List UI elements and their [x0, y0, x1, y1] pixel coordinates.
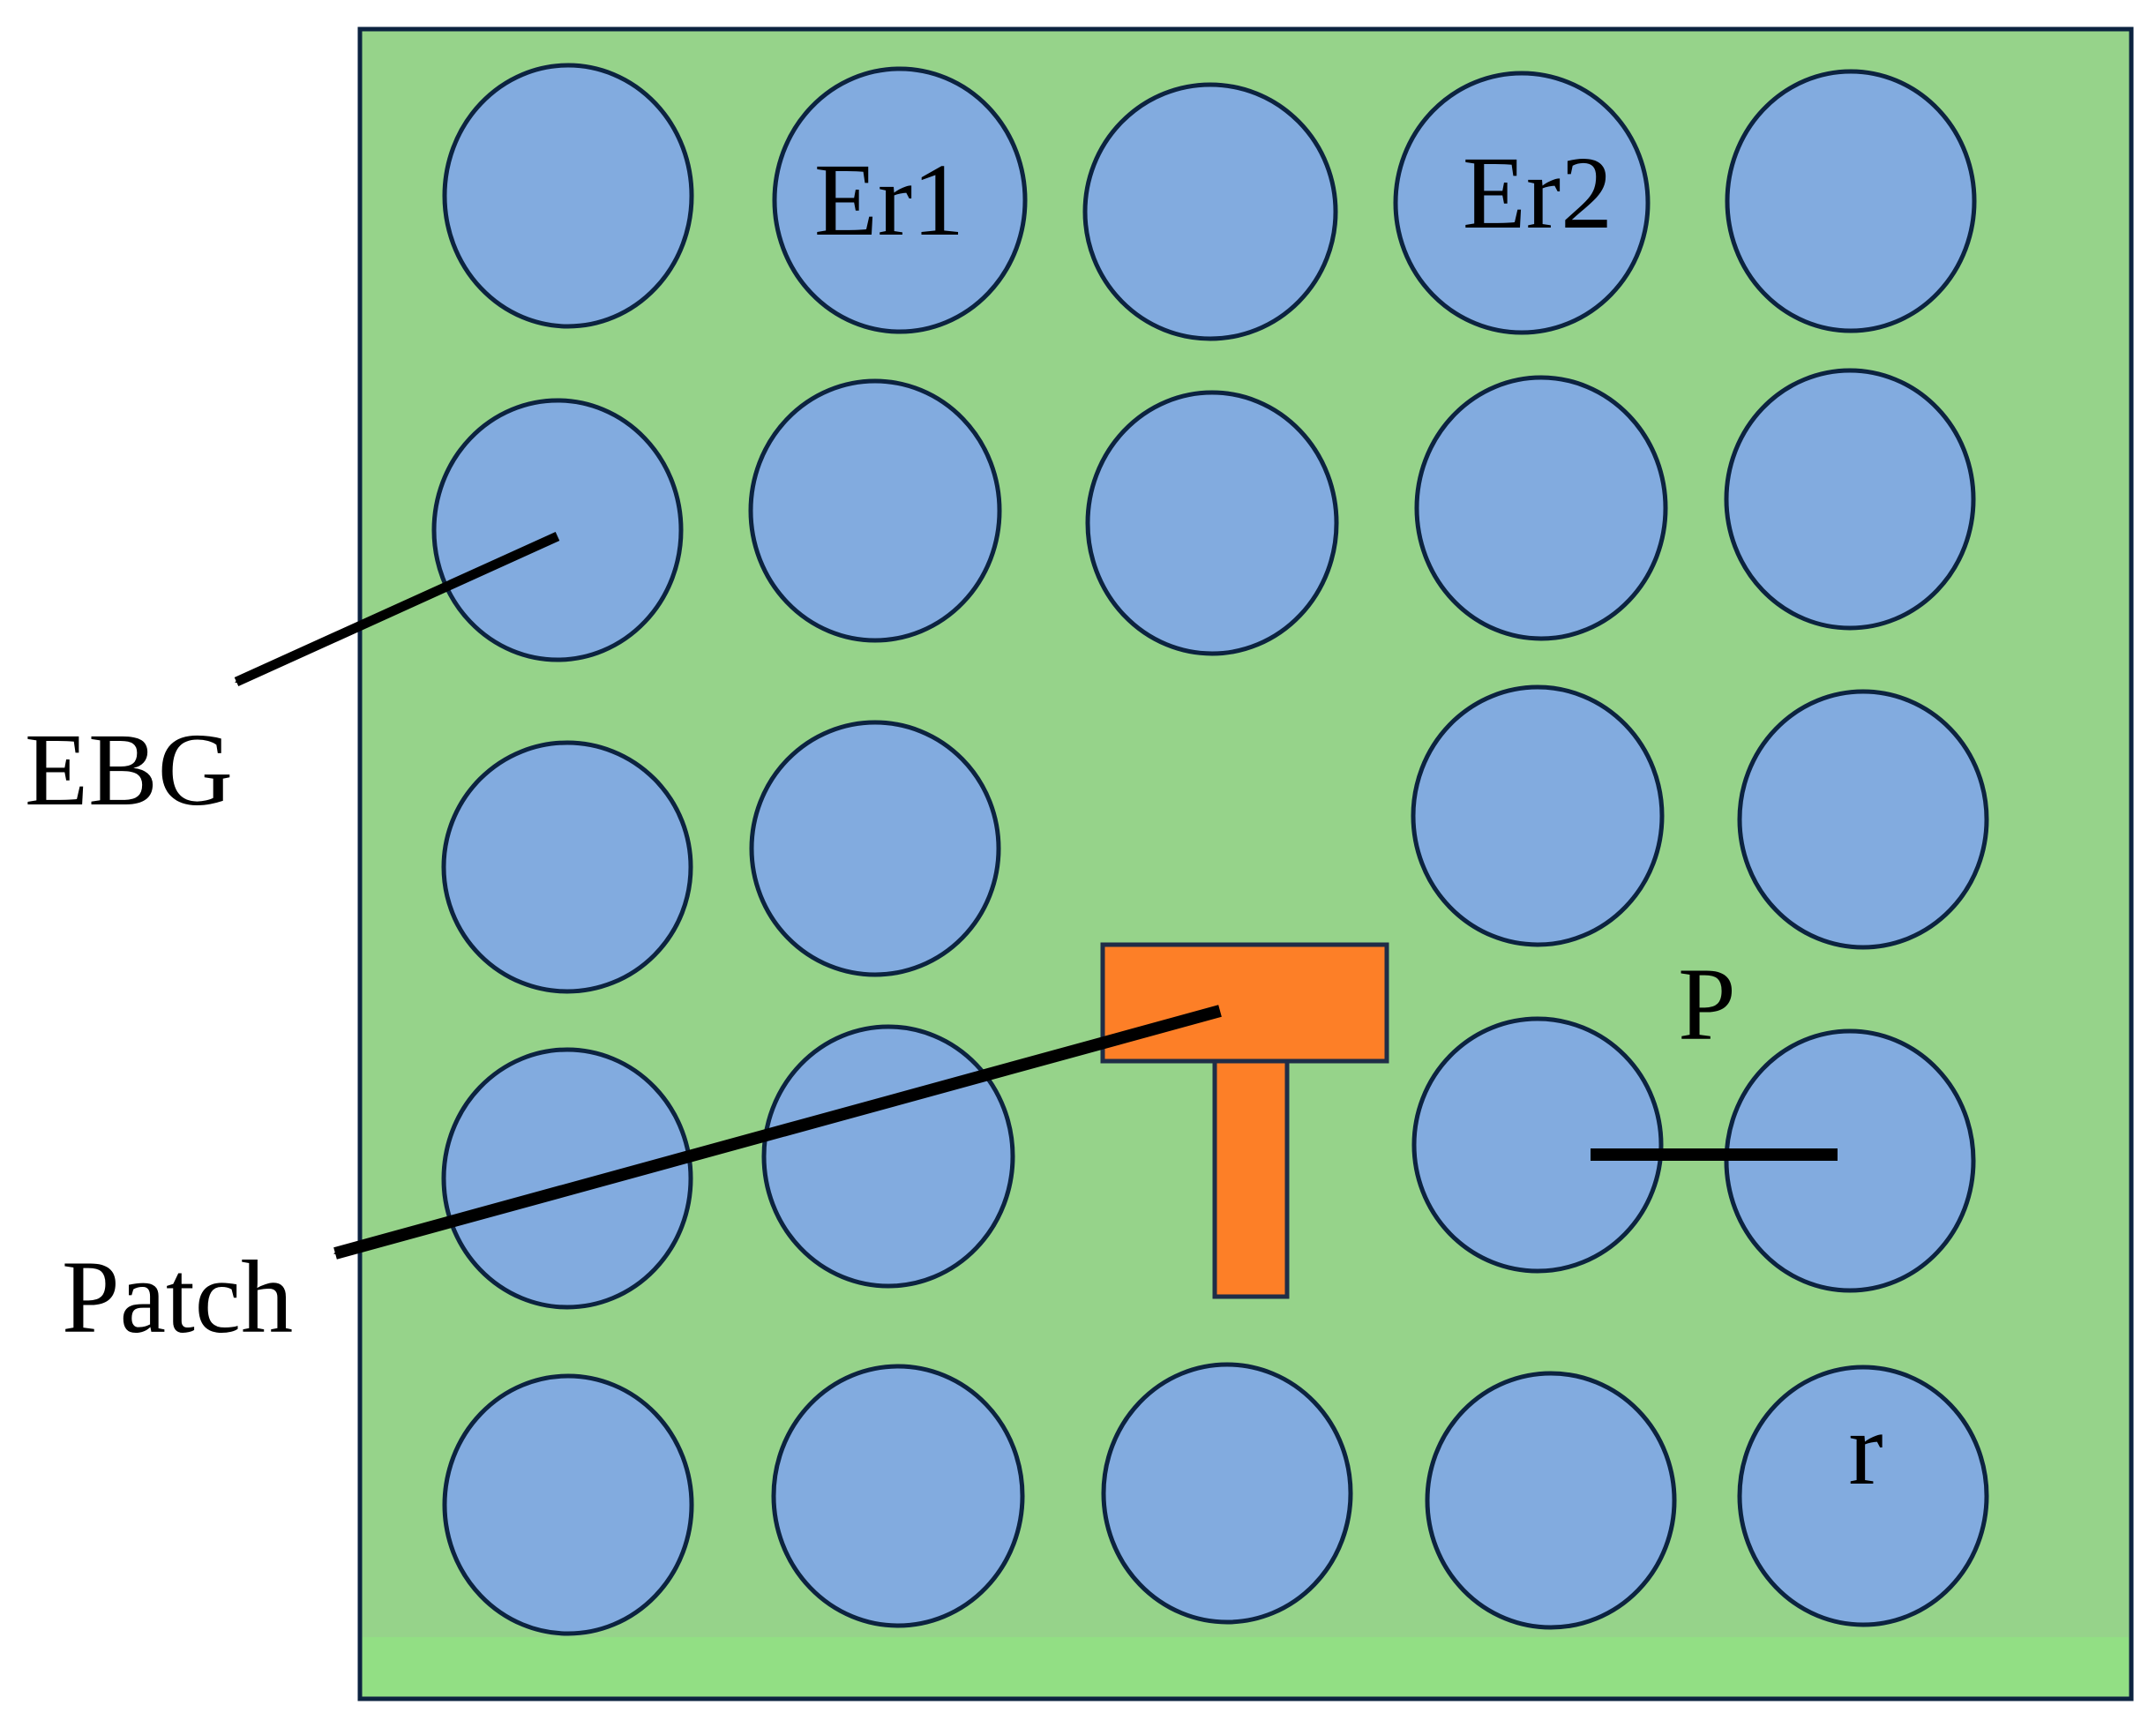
ebg-circle — [1082, 82, 1338, 341]
label-patch: Patch — [62, 1239, 293, 1355]
ebg-circle — [442, 1373, 694, 1636]
ebg-circle — [431, 398, 684, 662]
ebg-circle-er2 — [1393, 71, 1651, 335]
ebg-circle — [1411, 1016, 1664, 1274]
label-er1: Er1 — [814, 142, 964, 258]
ebg-circle — [1425, 1371, 1677, 1630]
label-ebg: EBG — [25, 712, 233, 827]
ebg-circle — [1414, 375, 1668, 641]
label-p: P — [1678, 946, 1736, 1062]
ebg-circle — [442, 63, 694, 329]
ebg-circle — [771, 1364, 1025, 1628]
ebg-circle — [1725, 69, 1977, 333]
ebg-circle — [1101, 1362, 1353, 1625]
ebg-circle — [1737, 689, 1989, 950]
ebg-circle — [749, 720, 1001, 977]
ebg-circle — [1411, 684, 1665, 947]
label-er2: Er2 — [1463, 135, 1613, 251]
ebg-arrow — [234, 531, 560, 687]
patch-arrow — [333, 1005, 1222, 1260]
patch-feed-line — [1212, 1056, 1290, 1299]
ebg-circle — [441, 1047, 693, 1310]
patch-top — [1100, 942, 1389, 1064]
label-r: r — [1848, 1391, 1883, 1507]
ebg-circle — [441, 740, 693, 994]
ebg-circle-er1 — [772, 66, 1028, 334]
ebg-circle — [1085, 390, 1339, 656]
substrate-bottom-strip — [363, 1637, 2129, 1696]
ebg-circle — [1724, 368, 1976, 631]
ebg-circle — [761, 1024, 1015, 1289]
ebg-circle — [748, 378, 1002, 643]
ebg-circle-r — [1737, 1365, 1989, 1627]
